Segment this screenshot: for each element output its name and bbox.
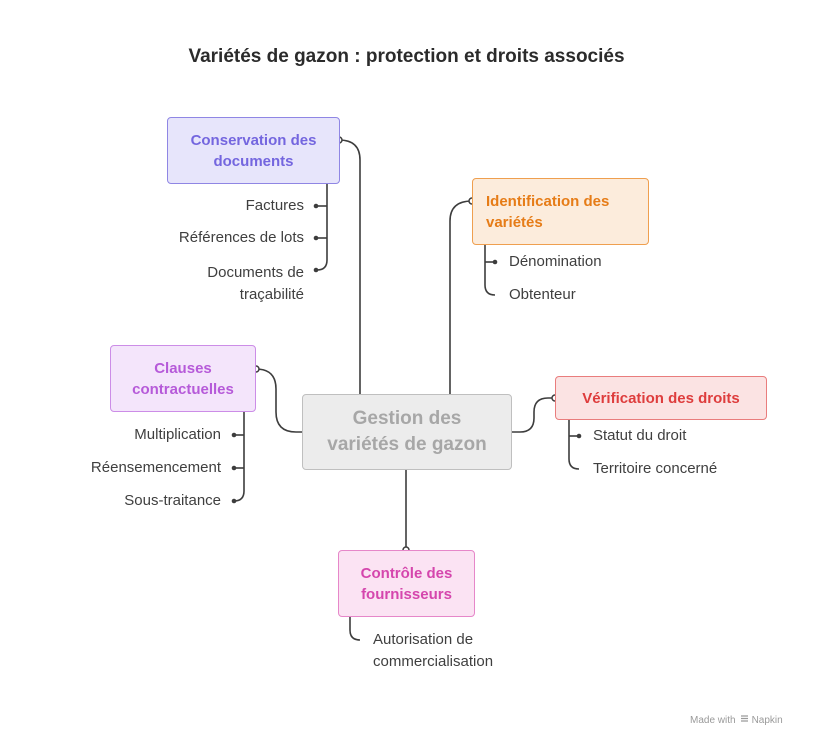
item-autorisation: Autorisation de commercialisation (373, 629, 493, 673)
node-conservation: Conservation des documents (167, 117, 340, 184)
node-identification: Identification des variétés (472, 178, 649, 245)
node-identification-line1: Identification des (486, 192, 610, 210)
node-clauses-line1: Clauses (154, 359, 212, 377)
item-statut-droit: Statut du droit (593, 427, 687, 444)
central-node-line1: Gestion des (352, 408, 462, 429)
item-factures: Factures (245, 197, 304, 214)
node-identification-line2: variétés (486, 213, 543, 231)
node-clauses-line2: contractuelles (132, 380, 234, 398)
connector-clauses-items (233, 412, 245, 502)
node-controle-line2: fournisseurs (361, 585, 452, 603)
node-conservation-line1: Conservation des (190, 131, 317, 149)
connector-clauses (255, 368, 302, 433)
item-references-lots: Références de lots (178, 229, 304, 246)
connector-conservation-items (316, 184, 328, 271)
napkin-brand: Napkin (751, 715, 783, 726)
node-controle: Contrôle des fournisseurs (338, 550, 475, 617)
item-multiplication: Multiplication (134, 426, 221, 443)
connector-verification (512, 397, 555, 433)
item-autorisation-line2: commercialisation (373, 653, 494, 670)
item-documents-tracabilite: Documents de traçabilité (207, 262, 304, 306)
connector-identification (449, 200, 473, 394)
napkin-logo-icon (740, 714, 749, 726)
item-documents-line1: Documents de (207, 264, 304, 281)
item-reensemencement: Réensemencement (90, 459, 221, 476)
item-documents-line2: traçabilité (239, 286, 304, 303)
connector-verification-items (568, 420, 580, 470)
item-sous-traitance: Sous-traitance (124, 492, 221, 509)
connector-identification-items (484, 245, 496, 296)
node-controle-line1: Contrôle des (360, 564, 453, 582)
item-territoire: Territoire concerné (593, 460, 718, 477)
connector-controle-items (349, 617, 361, 641)
item-obtenteur: Obtenteur (509, 286, 576, 303)
connector-conservation (338, 139, 361, 394)
node-conservation-line2: documents (213, 152, 294, 170)
item-denomination: Dénomination (509, 253, 602, 270)
diagram-title: Variétés de gazon : protection et droits… (188, 46, 625, 67)
item-autorisation-line1: Autorisation de (373, 631, 474, 648)
napkin-footer[interactable]: Made with Napkin (690, 714, 783, 726)
central-node-line2: variétés de gazon (327, 434, 487, 455)
node-clauses: Clauses contractuelles (110, 345, 256, 412)
made-with-label: Made with (690, 715, 736, 726)
node-verification: Vérification des droits (555, 376, 767, 420)
central-node: Gestion des variétés de gazon (302, 394, 512, 470)
